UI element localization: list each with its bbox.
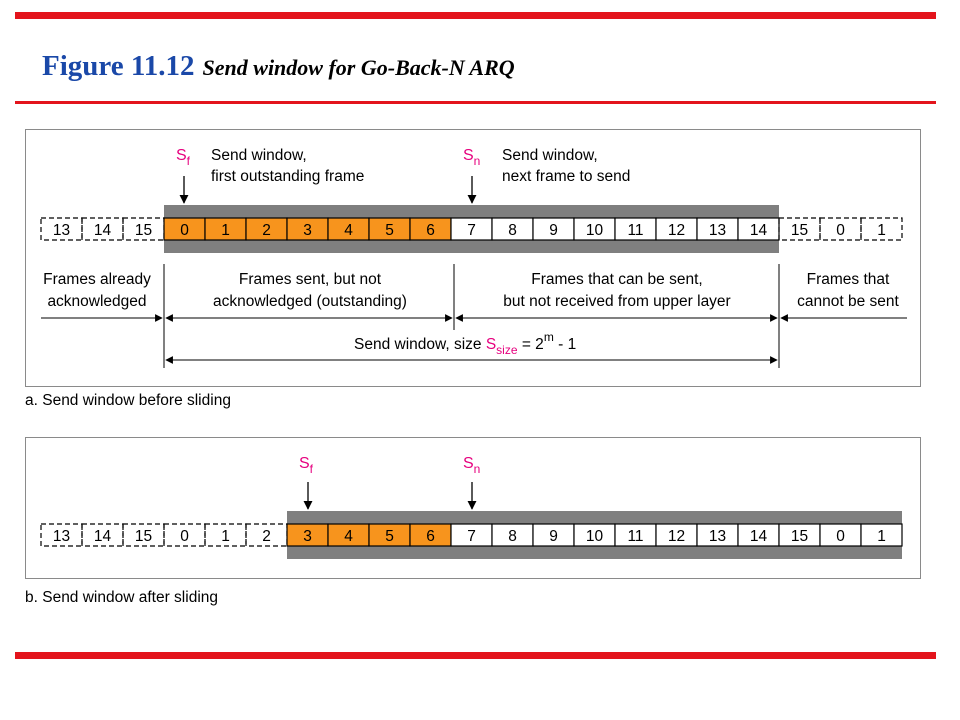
panel-b-frame-cell [860,523,903,547]
panel-a-frame-label: 14 [750,222,768,239]
panel-a-frame-label: 10 [586,222,604,239]
panel-b-frame-label: 11 [627,528,643,545]
figure-number: Figure 11.12 [42,50,195,82]
panel-a-caption: a. Send window before sliding [25,392,231,409]
panel-b-frame-label: 4 [344,528,353,545]
panel-a-frame-label: 5 [385,222,394,239]
panel-b-frame-label: 7 [467,528,476,545]
panel-b-frame-label: 15 [135,528,152,545]
panel-b-frame-label: 2 [262,528,271,545]
panel-a-frame-label: 13 [53,222,70,239]
panel-a-frame-label: 14 [94,222,112,239]
panel-b-frame-label: 14 [94,528,112,545]
panel-a-frame-label: 1 [877,222,886,239]
panel-a-frame-label: 0 [836,222,845,239]
region-label-2-line-1: Frames sent, but not [239,271,382,288]
panel-a-frame-label: 0 [180,222,189,239]
panel-b-frame-label: 0 [836,528,845,545]
panel-a-frame-label: 1 [221,222,230,239]
panel-before-sliding [25,129,921,387]
sf-description-line-1: Send window, [211,147,307,164]
region-label-4-line-1: Frames that [807,271,890,288]
panel-a-frame-label: 6 [426,222,435,239]
sf-pointer-label: Sf [176,147,191,168]
panel-b-frame-label: 14 [750,528,768,545]
sn-pointer-label: Sn [463,147,480,168]
panel-b-frame-label: 6 [426,528,435,545]
panel-b-frame-label: 13 [53,528,70,545]
bottom-red-rule [15,652,936,659]
panel-b-frame-label: 10 [586,528,604,545]
panel-a-frame-label: 7 [467,222,476,239]
region-label-2-line-2: acknowledged (outstanding) [213,293,407,310]
panel-b-frame-label: 13 [709,528,726,545]
region-label-4-line-2: cannot be sent [797,293,899,310]
panel-a-frame-label: 13 [709,222,726,239]
figure-caption: Send window for Go-Back-N ARQ [202,55,515,80]
panel-b-frame-label: 8 [508,528,517,545]
panel-b-frame-label: 15 [791,528,808,545]
panel-b-frame-label: 5 [385,528,394,545]
panel-a-frame-label: 4 [344,222,353,239]
panel-b-frame-label: 1 [221,528,230,545]
panel-a-frame-label: 15 [791,222,808,239]
panel-b-sn-pointer-label: Sn [463,455,480,476]
panel-b-frame-label: 3 [303,528,312,545]
panel-b-frame-label: 1 [877,528,886,545]
sn-description-line-1: Send window, [502,147,598,164]
title-underline-rule [15,101,936,104]
region-label-3-line-2: but not received from upper layer [503,293,730,310]
sn-description-line-2: next frame to send [502,168,630,185]
region-label-1-line-2: acknowledged [47,293,146,310]
panel-a-frame-label: 2 [262,222,271,239]
panel-a-frame-label: 12 [668,222,685,239]
sf-description-line-2: first outstanding frame [211,168,364,185]
top-red-rule [15,12,936,19]
panel-b-frame-label: 12 [668,528,685,545]
figure-title: Figure 11.12 Send window for Go-Back-N AR… [42,48,515,81]
region-label-3-line-1: Frames that can be sent, [531,271,702,288]
panel-a-frame-label: 3 [303,222,312,239]
panel-a-frame-cell [860,217,903,241]
panel-b-caption: b. Send window after sliding [25,589,219,606]
panel-a-frame-label: 9 [549,222,558,239]
panel-a-frame-label: 15 [135,222,152,239]
window-size-formula: Send window, size Ssize = 2m - 1 [354,330,576,357]
panel-b-frame-label: 0 [180,528,189,545]
panel-b-sf-pointer-label: Sf [299,455,314,476]
region-label-1-line-1: Frames already [43,271,151,288]
panel-a-frame-label: 11 [627,222,643,239]
panel-b-frame-label: 9 [549,528,558,545]
panel-a-frame-label: 8 [508,222,517,239]
